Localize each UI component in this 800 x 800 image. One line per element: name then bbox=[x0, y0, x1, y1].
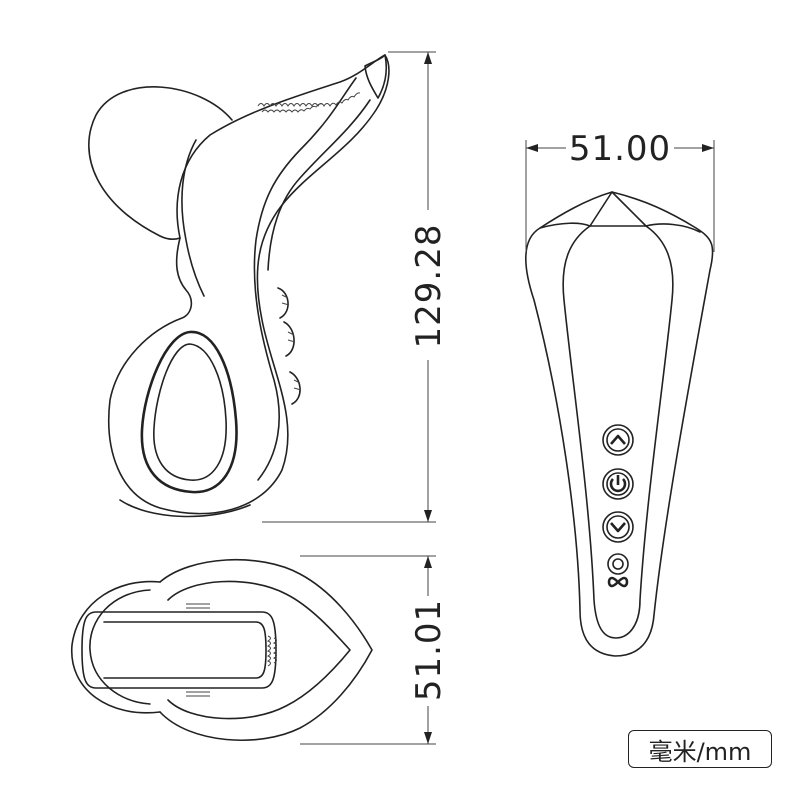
dimension-width: 51.00 bbox=[525, 129, 715, 252]
height-label: 129.28 bbox=[409, 224, 449, 349]
depth-label: 51.01 bbox=[409, 599, 449, 701]
button-up[interactable] bbox=[602, 424, 634, 456]
dimension-depth: 51.01 bbox=[300, 555, 449, 745]
dimension-height: 129.28 bbox=[262, 51, 449, 523]
side-view bbox=[88, 54, 390, 518]
top-view bbox=[71, 558, 373, 741]
mode-icon bbox=[607, 576, 629, 588]
chevron-up-icon bbox=[610, 434, 626, 445]
width-label: 51.00 bbox=[569, 129, 671, 169]
chevron-down-icon bbox=[610, 522, 626, 533]
button-power[interactable] bbox=[602, 468, 634, 500]
unit-label: 毫米/mm bbox=[628, 730, 772, 768]
power-icon bbox=[609, 475, 627, 493]
button-down[interactable] bbox=[602, 511, 634, 543]
button-mode[interactable] bbox=[607, 553, 629, 588]
front-view bbox=[524, 191, 714, 657]
